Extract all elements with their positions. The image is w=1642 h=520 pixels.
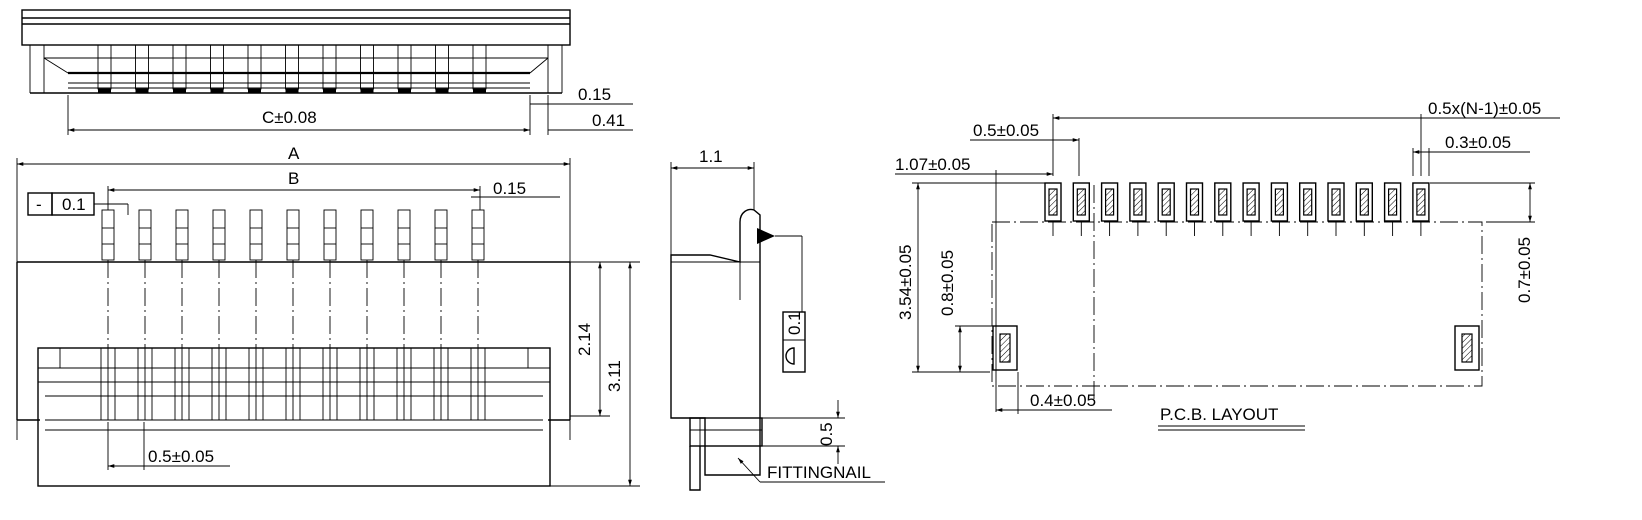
top-pin-foot bbox=[360, 89, 374, 93]
side-dim-01: 0.1 bbox=[785, 311, 804, 335]
top-pin-foot bbox=[398, 89, 411, 93]
pcb-pad-hatch bbox=[1133, 188, 1143, 216]
top-pin bbox=[397, 44, 412, 90]
top-pin bbox=[172, 44, 187, 90]
pcb-pad-hatch bbox=[1359, 188, 1369, 216]
dim-311: 3.11 bbox=[605, 360, 624, 392]
c-dimension: C±0.08 bbox=[262, 108, 317, 127]
dim-015-front: 0.15 bbox=[493, 179, 526, 198]
pcb-pad bbox=[1100, 182, 1119, 222]
b-dimension: B bbox=[288, 169, 299, 188]
pcb-layout-title: P.C.B. LAYOUT bbox=[1160, 405, 1278, 424]
pcb-pad-hatch bbox=[1218, 188, 1228, 216]
top-pin bbox=[247, 44, 262, 90]
front-view-pins bbox=[100, 209, 486, 421]
top-pin-foot bbox=[173, 89, 186, 93]
pcb-pad bbox=[1327, 182, 1345, 222]
top-pin bbox=[435, 44, 449, 90]
pcb-pad bbox=[1072, 182, 1091, 222]
fittingnail-label: FITTINGNAIL bbox=[767, 463, 871, 482]
pcb-pad bbox=[1298, 182, 1317, 222]
tolerance-symbol: - bbox=[36, 195, 42, 214]
front-pin-tail bbox=[397, 209, 411, 261]
pcb-dim-04: 0.4±0.05 bbox=[1030, 391, 1096, 410]
pcb-pad bbox=[1129, 182, 1147, 222]
pcb-pad bbox=[1185, 182, 1204, 222]
pcb-dim-08: 0.8±0.05 bbox=[938, 250, 957, 316]
pcb-total-pitch: 0.5x(N-1)±0.05 bbox=[1428, 99, 1541, 118]
a-dimension: A bbox=[288, 144, 300, 163]
pcb-pad bbox=[1157, 182, 1175, 222]
top-pin bbox=[285, 44, 299, 90]
dim-214: 2.14 bbox=[575, 323, 594, 356]
pcb-pad bbox=[1270, 182, 1289, 222]
pcb-pads bbox=[1044, 182, 1430, 236]
front-pin-tail bbox=[101, 209, 115, 261]
pcb-pad-width: 0.3±0.05 bbox=[1445, 133, 1511, 152]
top-pin-foot bbox=[210, 89, 224, 93]
top-pin bbox=[97, 44, 112, 90]
pcb-pad bbox=[1214, 182, 1232, 222]
pcb-pad-hatch bbox=[1104, 188, 1115, 216]
top-pin-foot bbox=[473, 89, 486, 93]
top-pin bbox=[472, 44, 487, 90]
top-view-pins bbox=[97, 44, 487, 93]
top-pin-foot bbox=[323, 89, 336, 93]
pcb-pad-hatch bbox=[1246, 188, 1256, 216]
front-pin-tail bbox=[175, 209, 189, 261]
pcb-dim-107: 1.07±0.05 bbox=[895, 155, 971, 174]
side-dim-05: 0.5 bbox=[817, 422, 836, 446]
front-pin-tail bbox=[212, 209, 226, 261]
top-pin-foot bbox=[285, 89, 299, 93]
pcb-pitch: 0.5±0.05 bbox=[973, 121, 1039, 140]
pcb-pad-hatch bbox=[1331, 188, 1341, 216]
front-pin-tail bbox=[249, 209, 263, 261]
pcb-pad bbox=[1044, 182, 1062, 222]
front-pin-tail bbox=[286, 209, 300, 261]
front-pin-tail bbox=[360, 209, 374, 261]
pcb-layout: 0.5x(N-1)±0.05 0.5±0.05 0.3±0.05 1.07±0.… bbox=[895, 99, 1560, 431]
top-pin bbox=[322, 44, 337, 90]
pcb-pad-hatch bbox=[1387, 188, 1398, 216]
top-pin bbox=[210, 44, 224, 90]
dim-015-top: 0.15 bbox=[578, 85, 611, 104]
top-pin-foot bbox=[135, 89, 149, 93]
top-pin-foot bbox=[248, 89, 261, 93]
top-pin-foot bbox=[435, 89, 449, 93]
pcb-pad bbox=[1355, 182, 1374, 222]
pcb-pad-hatch bbox=[1189, 188, 1200, 216]
top-view: C±0.08 0.15 0.41 bbox=[21, 9, 633, 135]
tolerance-value: 0.1 bbox=[62, 195, 86, 214]
front-pin-tail bbox=[323, 209, 337, 261]
pcb-pad-hatch bbox=[1274, 188, 1285, 216]
pitch-front: 0.5±0.05 bbox=[148, 447, 214, 466]
side-dim-11: 1.1 bbox=[699, 147, 723, 166]
dim-041: 0.41 bbox=[592, 111, 625, 130]
front-pin-tail bbox=[138, 209, 152, 261]
front-view: A B - 0.1 0.15 2.14 3 bbox=[16, 144, 640, 487]
pcb-pad-hatch bbox=[1048, 188, 1058, 216]
pcb-dim-07: 0.7±0.05 bbox=[1515, 237, 1534, 303]
pcb-pad-hatch bbox=[1303, 188, 1313, 216]
side-view: 1.1 0.1 0.5 FITTINGNAIL bbox=[670, 147, 885, 491]
pcb-pad bbox=[1383, 182, 1402, 222]
top-pin bbox=[135, 44, 149, 90]
pcb-pad-hatch bbox=[1416, 188, 1426, 216]
top-pin bbox=[360, 44, 374, 90]
pcb-pad bbox=[1242, 182, 1260, 222]
front-pin-tail bbox=[434, 209, 448, 261]
pcb-dim-354: 3.54±0.05 bbox=[896, 244, 915, 320]
pcb-pad bbox=[1412, 182, 1430, 222]
front-pin-tail bbox=[471, 209, 485, 261]
top-pin-foot bbox=[98, 89, 111, 93]
pcb-pad-hatch bbox=[1161, 188, 1171, 216]
pcb-pad-hatch bbox=[1076, 188, 1086, 216]
